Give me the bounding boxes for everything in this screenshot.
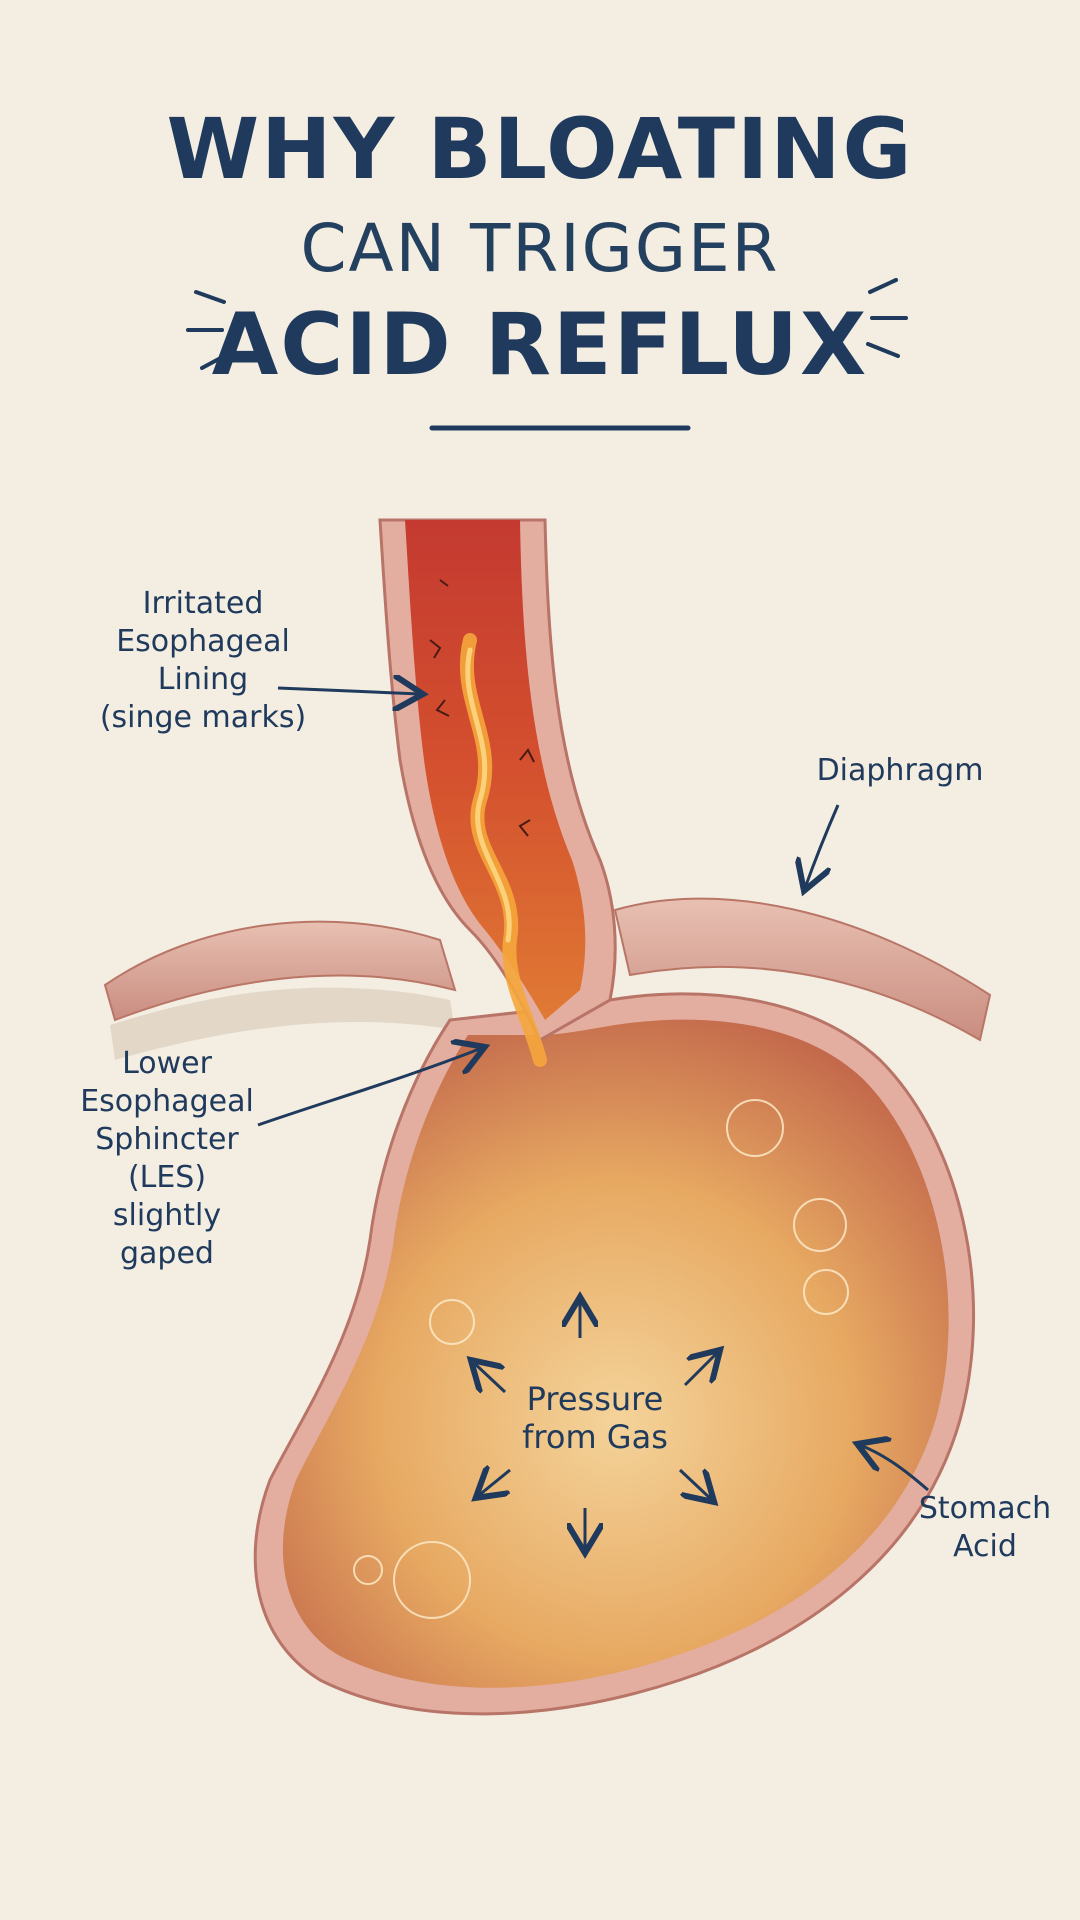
title-line-2: CAN TRIGGER [300,210,780,287]
label-irritated-esophageal-lining: Irritated Esophageal Lining (singe marks… [99,586,307,735]
diaphragm-shadow [110,987,455,1060]
title-line-1: WHY BLOATING [166,100,914,198]
pressure-arrows [473,1300,718,1550]
title-line-3: ACID REFLUX [211,295,869,395]
label-pressure-from-gas: Pressure from Gas [522,1380,668,1456]
label-stomach-acid: Stomach Acid [918,1491,1052,1564]
acid-reflux-highlight [465,647,512,943]
diaphragm-left [103,920,457,1022]
title-accent-marks-left [186,290,230,370]
esophagus-lumen [405,520,586,1020]
title-accent-marks-right [866,278,908,358]
gas-bubbles [353,1099,849,1619]
stomach-interior [282,1019,949,1688]
singe-marks [429,579,535,837]
label-diaphragm: Diaphragm [816,753,984,788]
diaphragm-right [613,897,992,1042]
label-lower-esophageal-sphincter: Lower Esophageal Sphincter (LES) slightl… [80,1046,254,1271]
label-arrows [257,688,929,1492]
